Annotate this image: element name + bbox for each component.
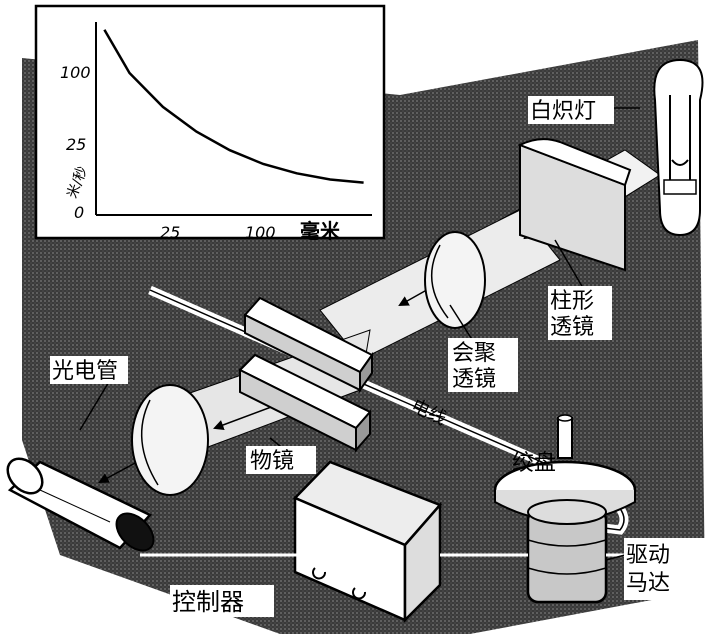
label-drive-motor-2: 马达 bbox=[626, 571, 670, 596]
x-tick-25: 25 bbox=[160, 223, 180, 242]
label-objective: 物镜 bbox=[250, 449, 294, 474]
photocell-tube bbox=[6, 457, 155, 552]
x-tick-100: 100 bbox=[245, 223, 276, 242]
label-photocell: 光电管 bbox=[52, 359, 118, 384]
label-lamp: 白炽灯 bbox=[530, 99, 596, 124]
label-cylindrical-lens-1: 柱形 bbox=[550, 289, 594, 314]
label-controller: 控制器 bbox=[172, 588, 244, 616]
drive-motor bbox=[526, 499, 608, 604]
y-tick-0: 0 bbox=[74, 203, 84, 222]
objective-housing bbox=[238, 296, 374, 453]
condenser-lens bbox=[424, 231, 486, 329]
incandescent-lamp bbox=[653, 58, 704, 237]
speed-curve bbox=[103, 29, 364, 184]
label-condenser-lens-2: 透镜 bbox=[452, 367, 496, 392]
controller-box bbox=[292, 460, 443, 624]
label-drive-motor-1: 驱动 bbox=[626, 543, 670, 568]
label-condenser-lens-1: 会聚 bbox=[452, 341, 496, 366]
label-winding-disc: 绞盘 bbox=[512, 451, 556, 476]
inset-chart: 100 25 0 米/秒 25 100 毫米 bbox=[34, 4, 386, 243]
component-labels: 白炽灯 柱形 透镜 会聚 透镜 电线 光电管 物镜 绞盘 控制器 驱动 马达 bbox=[50, 96, 710, 617]
cylindrical-lens bbox=[517, 138, 632, 272]
label-cylindrical-lens-2: 透镜 bbox=[550, 315, 594, 340]
x-axis-unit: 毫米 bbox=[300, 219, 341, 243]
y-tick-100: 100 bbox=[60, 63, 91, 82]
objective-lens bbox=[131, 384, 209, 496]
y-tick-25: 25 bbox=[66, 135, 86, 154]
